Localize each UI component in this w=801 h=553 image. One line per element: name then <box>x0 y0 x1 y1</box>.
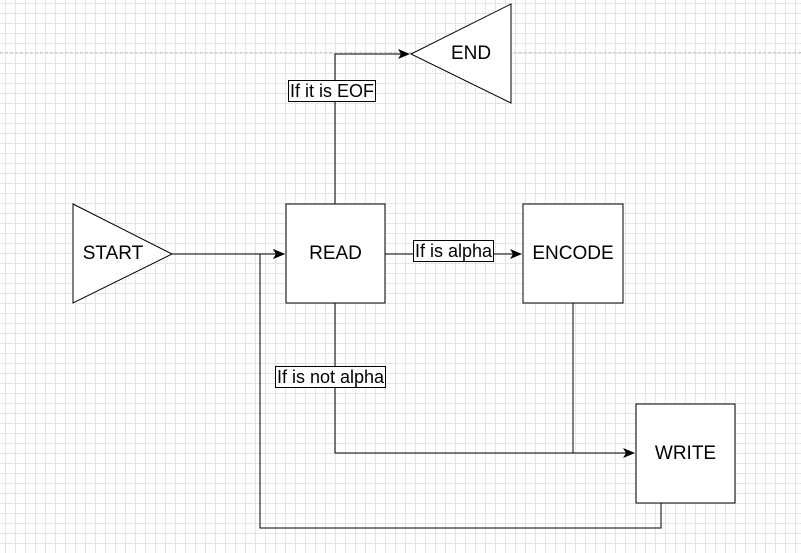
write-node-shape[interactable] <box>635 403 736 504</box>
end-node-label: END <box>450 43 492 64</box>
edge-write-to-read[interactable] <box>259 249 662 529</box>
edge-label-eof: If it is EOF <box>288 80 377 102</box>
read-node-shape[interactable] <box>285 203 386 304</box>
start-node-label: START <box>82 243 144 264</box>
edge-read-to-write[interactable] <box>334 303 635 458</box>
start-node-shape[interactable] <box>72 203 174 304</box>
write-node-label: WRITE <box>654 442 717 464</box>
edge-read-to-end[interactable] <box>334 49 410 204</box>
encode-node-label: ENCODE <box>532 242 614 264</box>
encode-node-shape[interactable] <box>522 203 624 304</box>
edge-label-is-alpha: If is alpha <box>413 240 495 262</box>
end-node-shape[interactable] <box>409 3 512 104</box>
read-node-label: READ <box>309 242 362 264</box>
edge-label-not-alpha: If is not alpha <box>275 366 387 388</box>
